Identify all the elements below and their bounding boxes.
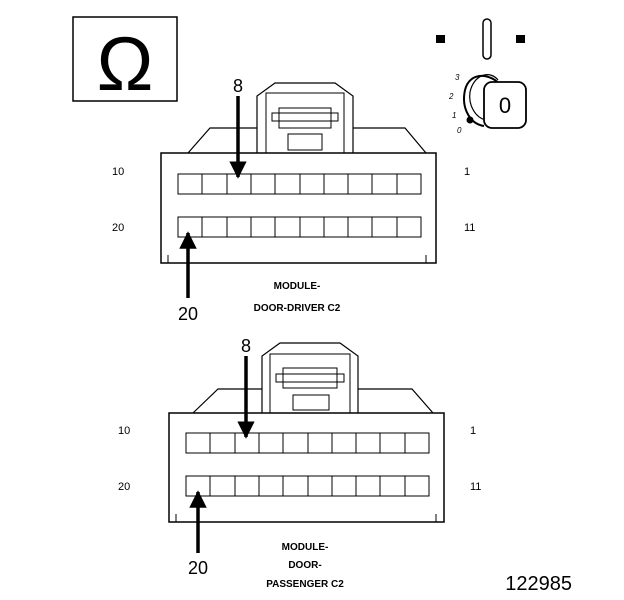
connector-caption-line-3: PASSENGER C2 (266, 579, 344, 590)
ignition-position-0: 0 (457, 126, 462, 135)
connector-caption-line-1: MODULE- (274, 281, 321, 292)
ignition-position-1: 1 (452, 111, 456, 120)
pin-row-top (185, 432, 430, 454)
ignition-position-2: 2 (448, 92, 454, 101)
pin-label-top-left: 10 (118, 425, 130, 437)
pin-row-bottom (185, 475, 430, 497)
pin-label-bottom-left: 20 (112, 222, 124, 234)
connector-caption-line-2: DOOR- (288, 560, 321, 571)
pin-label-top-right: 1 (470, 425, 476, 437)
connector-passenger: 10 1 20 11 8 20 MODULE- DOOR- PASSENGER … (118, 336, 481, 590)
figure-number: 122985 (505, 573, 572, 595)
pin-row-bottom (177, 216, 422, 238)
pin-label-bottom-right: 11 (464, 222, 475, 234)
pin-label-top-left: 10 (112, 166, 124, 178)
pin-row-top (177, 173, 422, 195)
connector-caption-line-2: DOOR-DRIVER C2 (254, 303, 341, 314)
key-position-label: 0 (499, 93, 511, 118)
connector-caption-line-1: MODULE- (282, 542, 329, 553)
pin-label-bottom-left: 20 (118, 481, 130, 493)
arrow-label-pin-8: 8 (241, 336, 251, 356)
arrow-label-pin-8: 8 (233, 76, 243, 96)
ohm-symbol: Ω (97, 22, 154, 107)
ignition-position-3: 3 (455, 73, 460, 82)
connector-driver: 10 1 20 11 8 20 MODULE- DOOR-DRIVER C2 (112, 76, 475, 324)
arrow-label-pin-20: 20 (178, 304, 198, 324)
ignition-switch-icon: 0 3 2 1 0 (436, 18, 527, 135)
ohmmeter-icon: Ω (72, 16, 178, 107)
pin-label-top-right: 1 (464, 166, 470, 178)
pin-label-bottom-right: 11 (470, 481, 481, 493)
arrow-label-pin-20: 20 (188, 558, 208, 578)
